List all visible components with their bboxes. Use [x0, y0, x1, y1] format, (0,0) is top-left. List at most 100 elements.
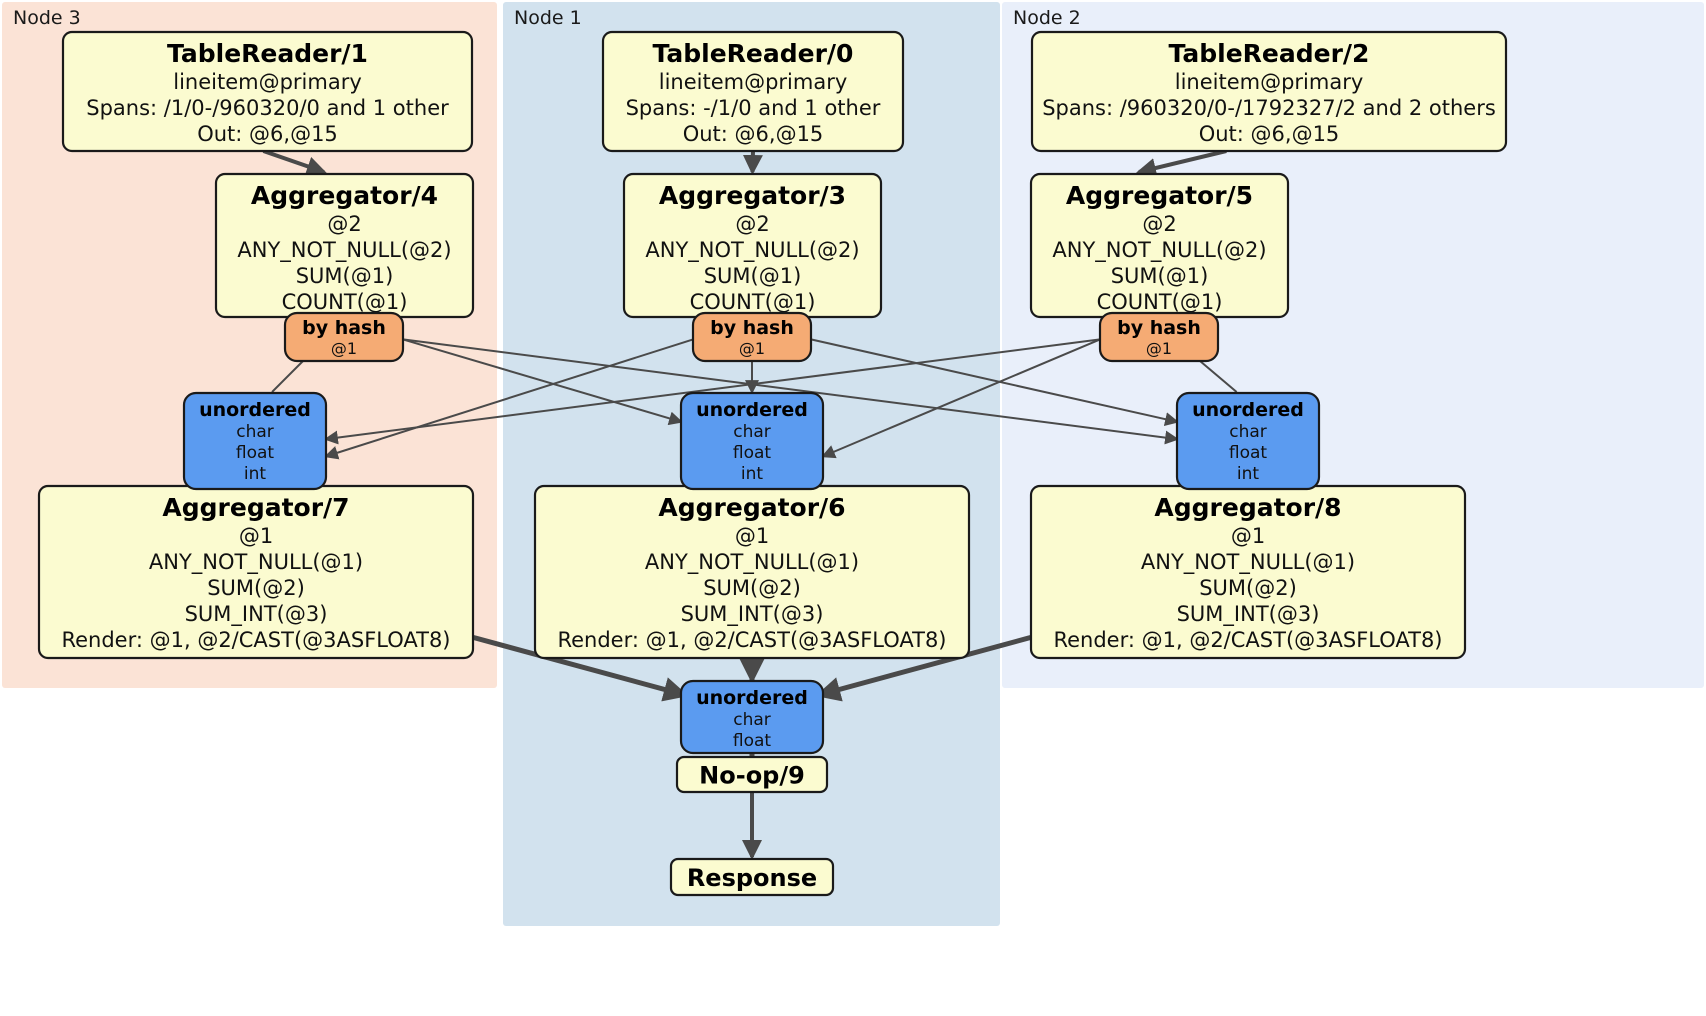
processor-title: Aggregator/5	[1066, 181, 1253, 210]
stream-line-1: float	[236, 443, 275, 463]
processor-line-2: Out: @6,@15	[197, 122, 338, 146]
edge-shuffle-router-hash-node3-stream-unordered-node2	[402, 338, 1180, 445]
edge-router3-stream3	[271, 360, 304, 393]
edge-tablereader1-aggregator4	[262, 149, 327, 176]
processor-title: TableReader/0	[653, 39, 854, 68]
edges-layer	[262, 149, 1238, 860]
router-subtitle: @1	[739, 339, 765, 358]
processor-line-4: Render: @1, @2/CAST(@3ASFLOAT8)	[557, 628, 946, 652]
processor-line-4: Render: @1, @2/CAST(@3ASFLOAT8)	[1053, 628, 1442, 652]
processor-line-1: ANY_NOT_NULL(@2)	[237, 238, 451, 263]
processor-line-2: SUM(@1)	[704, 264, 802, 288]
processor-line-1: Spans: /1/0-/960320/0 and 1 other	[86, 96, 449, 120]
edge-tablereader2-aggregator5	[1136, 149, 1227, 178]
processor-line-1: ANY_NOT_NULL(@1)	[1141, 550, 1355, 575]
processor-line-1: ANY_NOT_NULL(@1)	[149, 550, 363, 575]
router-title: by hash	[710, 317, 794, 339]
processor-aggregator8[interactable]: Aggregator/8@1ANY_NOT_NULL(@1)SUM(@2)SUM…	[1029, 484, 1467, 660]
processor-line-1: ANY_NOT_NULL(@2)	[645, 238, 859, 263]
edge-shuffle-router-hash-node3-stream-unordered-node1	[402, 338, 684, 426]
processor-aggregator7[interactable]: Aggregator/7@1ANY_NOT_NULL(@1)SUM(@2)SUM…	[37, 484, 475, 660]
processor-aggregator4[interactable]: Aggregator/4@2ANY_NOT_NULL(@2)SUM(@1)COU…	[214, 172, 475, 319]
processor-line-3: SUM_INT(@3)	[681, 602, 824, 627]
processor-aggregator6[interactable]: Aggregator/6@1ANY_NOT_NULL(@1)SUM(@2)SUM…	[533, 484, 971, 660]
processor-line-2: SUM(@1)	[1111, 264, 1209, 288]
stream-line-1: float	[733, 731, 772, 751]
processor-line-0: lineitem@primary	[1175, 70, 1364, 94]
node-panel-label-node2: Node 2	[1013, 7, 1081, 29]
stream-line-0: char	[733, 422, 771, 442]
processor-line-2: SUM(@1)	[296, 264, 394, 288]
node-panel-label-node1: Node 1	[514, 7, 582, 29]
terminal-response[interactable]: Response	[669, 857, 835, 897]
stream-line-2: int	[1237, 464, 1259, 484]
terminal-title: No-op/9	[699, 762, 805, 790]
processor-line-2: SUM(@2)	[207, 576, 305, 600]
stream-line-0: char	[733, 710, 771, 730]
processor-line-0: @2	[1142, 212, 1176, 236]
stream-line-0: char	[1229, 422, 1267, 442]
stream-line-2: int	[741, 464, 763, 484]
processor-title: TableReader/2	[1169, 39, 1370, 68]
processor-line-1: Spans: /960320/0-/1792327/2 and 2 others	[1042, 96, 1496, 120]
stream-line-2: int	[244, 464, 266, 484]
edge-aggregator7-final	[472, 634, 689, 702]
router-subtitle: @1	[1146, 339, 1172, 358]
stream-line-0: char	[236, 422, 274, 442]
edge-tablereader0-aggregator3	[742, 150, 763, 175]
node-panel-label-node3: Node 3	[13, 7, 81, 29]
processor-title: TableReader/1	[167, 39, 368, 68]
processor-line-2: Out: @6,@15	[1199, 122, 1340, 146]
stream-title: unordered	[696, 687, 808, 709]
router-subtitle: @1	[331, 339, 357, 358]
router-router-hash-node2[interactable]: by hash@1	[1098, 311, 1220, 363]
edge-shuffle-router-hash-node2-stream-unordered-node3	[323, 338, 1101, 445]
processor-aggregator5[interactable]: Aggregator/5@2ANY_NOT_NULL(@2)SUM(@1)COU…	[1029, 172, 1290, 319]
processor-line-0: @2	[735, 212, 769, 236]
processor-line-3: COUNT(@1)	[1097, 290, 1223, 314]
edge-aggregator8-final	[815, 634, 1032, 702]
processor-line-4: Render: @1, @2/CAST(@3ASFLOAT8)	[61, 628, 450, 652]
processor-title: Aggregator/6	[658, 493, 845, 522]
router-router-hash-node1[interactable]: by hash@1	[691, 311, 813, 363]
processor-line-1: Spans: -/1/0 and 1 other	[626, 96, 881, 120]
processor-title: Aggregator/4	[251, 181, 438, 210]
processor-line-2: Out: @6,@15	[683, 122, 824, 146]
edge-shuffle-router-hash-node2-stream-unordered-node1	[821, 338, 1101, 459]
processor-line-3: SUM_INT(@3)	[1177, 602, 1320, 627]
processor-title: Aggregator/3	[659, 181, 846, 210]
stream-line-1: float	[1229, 443, 1268, 463]
processor-line-0: lineitem@primary	[173, 70, 362, 94]
processor-line-2: SUM(@2)	[703, 576, 801, 600]
edge-shuffle-router-hash-node1-stream-unordered-node2	[810, 338, 1180, 427]
stream-title: unordered	[696, 399, 808, 421]
processor-line-3: COUNT(@1)	[282, 290, 408, 314]
router-title: by hash	[1117, 317, 1201, 339]
processor-aggregator3[interactable]: Aggregator/3@2ANY_NOT_NULL(@2)SUM(@1)COU…	[622, 172, 883, 319]
stream-title: unordered	[199, 399, 311, 421]
router-title: by hash	[302, 317, 386, 339]
stream-line-1: float	[733, 443, 772, 463]
terminal-noop9[interactable]: No-op/9	[675, 755, 829, 794]
router-router-hash-node3[interactable]: by hash@1	[283, 311, 405, 363]
processor-line-1: ANY_NOT_NULL(@1)	[645, 550, 859, 575]
terminal-title: Response	[687, 864, 817, 892]
stream-title: unordered	[1192, 399, 1304, 421]
processor-title: Aggregator/7	[162, 493, 349, 522]
processor-title: Aggregator/8	[1154, 493, 1341, 522]
processor-line-1: ANY_NOT_NULL(@2)	[1052, 238, 1266, 263]
processor-line-0: @1	[735, 524, 769, 548]
edge-router2-stream2	[1199, 360, 1238, 393]
processor-line-2: SUM(@2)	[1199, 576, 1297, 600]
processor-line-3: SUM_INT(@3)	[185, 602, 328, 627]
